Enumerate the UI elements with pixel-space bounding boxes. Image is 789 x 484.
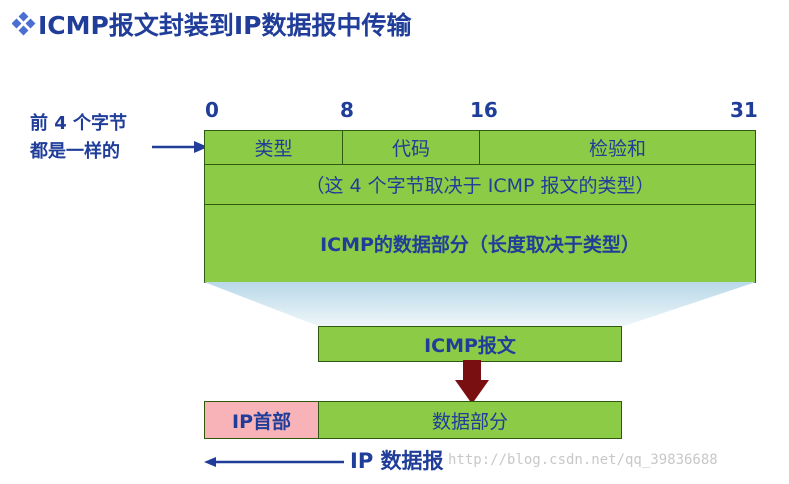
icmp-data-field: ICMP的数据部分（长度取决于类型） bbox=[204, 204, 756, 283]
first-four-bytes-label: 前 4 个字节 都是一样的 bbox=[30, 110, 127, 166]
side-label-line2: 都是一样的 bbox=[30, 141, 120, 162]
bit-position-0: 0 bbox=[205, 98, 219, 122]
ip-header-field: IP首部 bbox=[204, 401, 319, 439]
icmp-message-box: ICMP报文 bbox=[318, 326, 622, 362]
funnel-shading bbox=[204, 282, 756, 326]
watermark: http://blog.csdn.net/qq_39836688 bbox=[448, 452, 718, 468]
right-arrow-icon bbox=[152, 141, 208, 153]
bit-position-8: 8 bbox=[340, 98, 354, 122]
type-field: 类型 bbox=[204, 130, 343, 165]
bit-position-16: 16 bbox=[470, 98, 498, 122]
down-arrow-icon bbox=[455, 360, 489, 404]
diamond-bullet-icon bbox=[12, 12, 36, 36]
ip-data-field: 数据部分 bbox=[318, 401, 622, 439]
left-arrow-icon bbox=[204, 457, 344, 467]
code-field: 代码 bbox=[342, 130, 480, 165]
bit-position-31: 31 bbox=[730, 98, 758, 122]
checksum-field: 检验和 bbox=[479, 130, 756, 165]
type-dependent-field: （这 4 个字节取决于 ICMP 报文的类型） bbox=[204, 164, 756, 205]
ip-datagram-label: IP 数据报 bbox=[350, 449, 444, 473]
side-label-line1: 前 4 个字节 bbox=[30, 113, 128, 134]
page-title: ICMP报文封装到IP数据报中传输 bbox=[38, 11, 412, 40]
